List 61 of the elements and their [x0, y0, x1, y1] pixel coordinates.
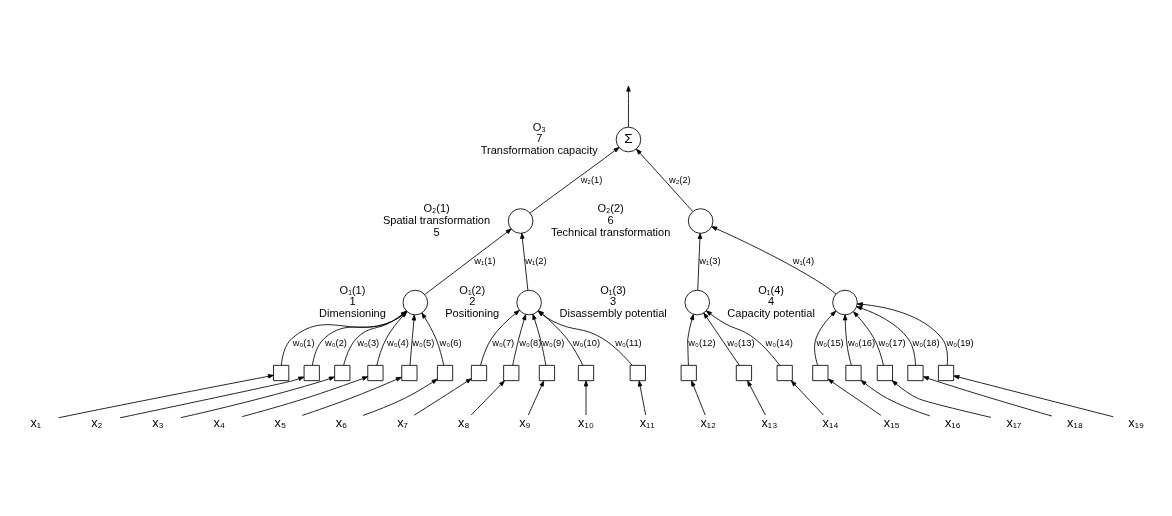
node-label: Dimensioning: [319, 306, 386, 319]
edge-label: w₀(2): [324, 337, 347, 348]
edge-label: w₀(3): [357, 337, 380, 348]
edge-label: w₀(11): [615, 337, 642, 348]
node-label: O₁(3): [600, 283, 627, 296]
node-label: Capacity potential: [727, 306, 815, 319]
node-label: Spatial transformation: [382, 213, 491, 226]
edge-label: w₀(6): [439, 337, 462, 348]
node-label: O₁(1): [339, 283, 366, 296]
node-label: O₁(2): [459, 283, 486, 296]
node-label: 6: [607, 213, 614, 226]
edge-label: w₀(13): [727, 337, 755, 348]
edge-label: w₂(1): [580, 174, 603, 185]
edge-label: w₀(10): [572, 337, 601, 348]
edge-label: w₁(3): [699, 255, 721, 266]
edge-label: w₁(2): [525, 255, 547, 266]
node-text: x₆: [335, 414, 348, 430]
node-label: Positioning: [445, 306, 500, 319]
edge-label: w₀(17): [878, 337, 906, 348]
node-text: x₁₉: [1128, 414, 1145, 430]
edge-label: w₁(4): [792, 255, 815, 266]
node-text: x₁₅: [883, 414, 900, 430]
edge-label: w₀(14): [765, 337, 793, 348]
node-label: Disassembly potential: [559, 306, 667, 319]
node-text: x₁₄: [822, 414, 839, 430]
edge-label: w₀(16): [847, 337, 876, 348]
edge-label: w₀(7): [492, 337, 515, 348]
node-text: x₈: [457, 414, 470, 430]
edge-label: w₀(4): [386, 337, 409, 348]
node-text: x₅: [274, 414, 287, 430]
node-text: x₁₂: [700, 414, 717, 430]
edge-label: w₀(15): [816, 337, 844, 348]
node-text: x₁₃: [761, 414, 778, 430]
node-text: x₉: [519, 414, 531, 430]
edge-label: w₀(18): [912, 337, 940, 348]
node-text: x₄: [213, 414, 225, 430]
edge-label: w₀(5): [412, 337, 435, 348]
node-text: x₂: [91, 414, 103, 430]
edge-label: w₂(2): [668, 174, 691, 185]
node-text: x₇: [397, 414, 408, 430]
node-label: O₁(4): [758, 283, 784, 296]
node-text: x₁₁: [639, 414, 655, 430]
node-label: O₂(2): [597, 201, 624, 214]
node-text: x₁₇: [1006, 414, 1022, 430]
edge-label: w₀(9): [542, 337, 565, 348]
node-label: 5: [433, 225, 440, 238]
edge-label: w₀(1): [292, 337, 315, 348]
node-text: x₁: [30, 414, 42, 430]
node-text: x₃: [152, 414, 164, 430]
edge-label: w₀(8): [519, 337, 542, 348]
edge-label: w₀(12): [688, 337, 716, 348]
node-text: x₁₀: [578, 414, 594, 430]
node-text: x₁₈: [1067, 414, 1084, 430]
edge-label: w₀(19): [946, 337, 974, 348]
node-label: O₂(1): [423, 201, 450, 214]
node-label: Transformation capacity: [480, 143, 598, 156]
node-text: x₁₆: [944, 414, 961, 430]
node-label: Technical transformation: [550, 225, 671, 238]
node-label: O₃: [532, 120, 546, 132]
edge-label: w₁(1): [474, 255, 496, 266]
node-label: 7: [536, 131, 543, 144]
